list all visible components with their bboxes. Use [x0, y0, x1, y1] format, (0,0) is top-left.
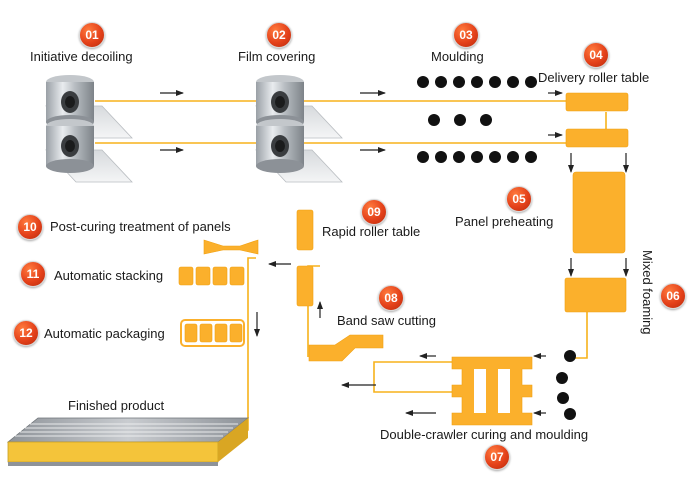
curing-rollers: [556, 350, 576, 420]
machines: [178, 92, 629, 426]
step-badge-10: 10: [17, 214, 43, 240]
moulding-rollers: [417, 76, 537, 163]
step-label-panel-preheating: Panel preheating: [455, 214, 554, 229]
step-label-post-curing: Post-curing treatment of panels: [50, 219, 231, 234]
step-label-automatic-stacking: Automatic stacking: [54, 268, 164, 283]
step-badge-07: 07: [484, 444, 510, 470]
step-label-mixed-foaming: Mixed foaming: [640, 250, 655, 335]
step-badge-04: 04: [583, 42, 609, 68]
step-label-band-saw-cutting: Band saw cutting: [337, 313, 437, 328]
step-label-rapid-roller-table: Rapid roller table: [322, 224, 421, 239]
finished-product-panel: [6, 417, 250, 466]
coil-stack-01: [45, 74, 133, 183]
step-badge-12: 12: [13, 320, 39, 346]
finished-product-label: Finished product: [68, 398, 165, 413]
step-label-initiative-decoiling: Initiative decoiling: [30, 49, 133, 64]
step-badge-01: 01: [79, 22, 105, 48]
flow-arrows: [160, 90, 629, 416]
step-badge-02: 02: [266, 22, 292, 48]
step-badge-08: 08: [378, 285, 404, 311]
step-badge-05: 05: [506, 186, 532, 212]
step-badge-06: 06: [660, 283, 686, 309]
step-label-double-crawler-curing: Double-crawler curing and moulding: [380, 427, 589, 442]
step-label-film-covering: Film covering: [238, 49, 316, 64]
step-label-moulding: Moulding: [431, 49, 484, 64]
step-badge-03: 03: [453, 22, 479, 48]
step-badge-11: 11: [20, 261, 46, 287]
coil-stack-02: [255, 74, 343, 183]
step-label-automatic-packaging: Automatic packaging: [44, 326, 165, 341]
step-label-delivery-roller-table: Delivery roller table: [538, 70, 650, 85]
step-badge-09: 09: [361, 199, 387, 225]
